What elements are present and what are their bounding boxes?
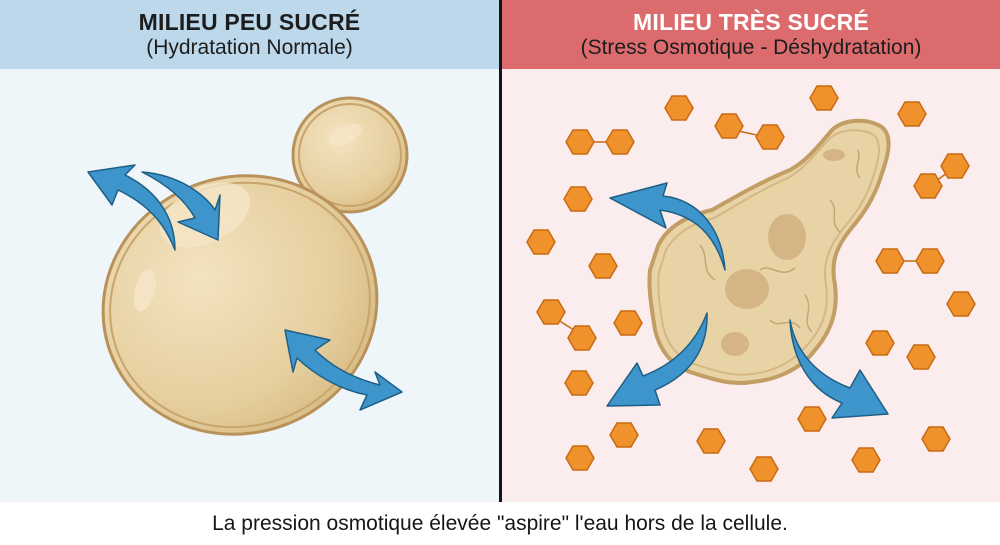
dehydrated-yeast-illustration bbox=[526, 85, 976, 482]
low-sugar-subtitle: (Hydratation Normale) bbox=[146, 36, 353, 59]
water-flow-arrow-icon bbox=[87, 164, 403, 411]
low-sugar-header: MILIEU PEU SUCRÉ (Hydratation Normale) bbox=[0, 0, 499, 69]
high-sugar-header: MILIEU TRÈS SUCRÉ (Stress Osmotique - Dé… bbox=[502, 0, 1000, 69]
water-outflow-arrow-icon bbox=[606, 182, 889, 419]
high-sugar-subtitle: (Stress Osmotique - Déshydratation) bbox=[580, 36, 922, 59]
caption: La pression osmotique élevée "aspire" l'… bbox=[212, 512, 788, 535]
high-sugar-panel: MILIEU TRÈS SUCRÉ (Stress Osmotique - Dé… bbox=[502, 0, 1000, 502]
yeast-cell-icon bbox=[101, 96, 409, 436]
panel-divider bbox=[499, 0, 502, 502]
low-sugar-panel: MILIEU PEU SUCRÉ (Hydratation Normale) bbox=[0, 0, 499, 502]
hydrated-yeast-illustration bbox=[87, 96, 409, 436]
high-sugar-title: MILIEU TRÈS SUCRÉ bbox=[633, 9, 869, 35]
shrunken-cell-icon bbox=[647, 118, 891, 386]
low-sugar-title: MILIEU PEU SUCRÉ bbox=[138, 9, 361, 35]
